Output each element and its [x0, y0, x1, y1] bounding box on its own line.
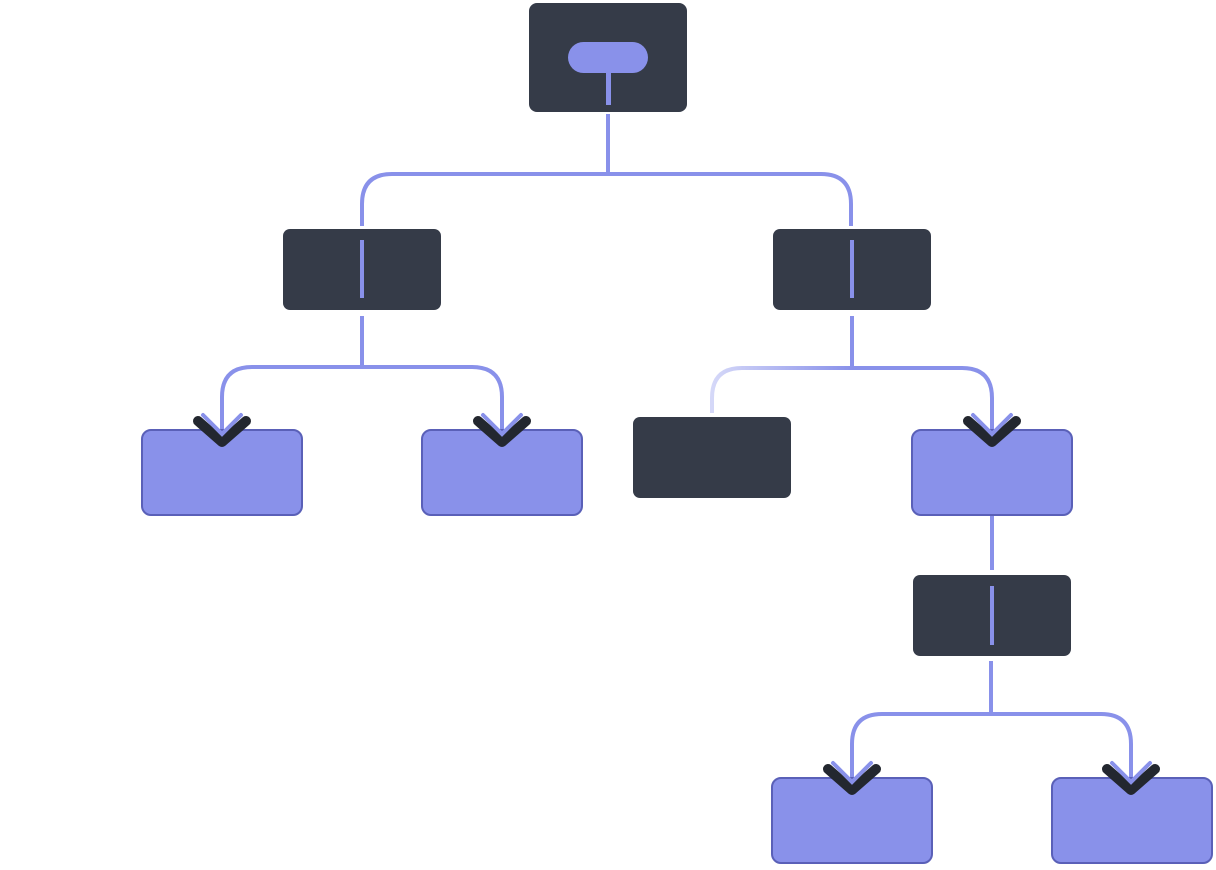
root-pill-icon [568, 42, 648, 73]
arrowhead-chevron [201, 413, 243, 437]
arrowhead-shadow [823, 764, 881, 795]
root-branch-left [360, 172, 608, 226]
leaf-node-5 [1051, 777, 1213, 864]
inactive-node [633, 417, 791, 498]
leaf-node-2 [421, 429, 583, 516]
arrowhead-shadow [193, 416, 251, 447]
arrowheads [193, 413, 1160, 795]
arrowhead-icon [473, 413, 531, 447]
right-branch-right [852, 366, 994, 438]
arrowhead-icon [1102, 761, 1160, 795]
lower-branch-left [850, 712, 991, 786]
lower-branch-right [991, 712, 1133, 786]
arrowhead-shadow [1102, 764, 1160, 795]
leaf-node-3 [911, 429, 1073, 516]
leaf-node-4 [771, 777, 933, 864]
arrowhead-icon [823, 761, 881, 795]
arrowhead-chevron [481, 413, 523, 437]
arrowhead-icon [963, 413, 1021, 447]
right-branch-faded [710, 366, 852, 413]
leaf-node-1 [141, 429, 303, 516]
root-branch-right [608, 172, 853, 226]
root-node [529, 3, 687, 112]
left-branch-left [220, 365, 362, 438]
root-pill-stem [606, 72, 611, 105]
arrowhead-shadow [963, 416, 1021, 447]
arrowhead-chevron [1110, 761, 1152, 785]
arrowhead-icon [193, 413, 251, 447]
arrowhead-chevron [831, 761, 873, 785]
left-branch-right [362, 365, 504, 438]
arrowhead-shadow [473, 416, 531, 447]
arrowhead-chevron [971, 413, 1013, 437]
